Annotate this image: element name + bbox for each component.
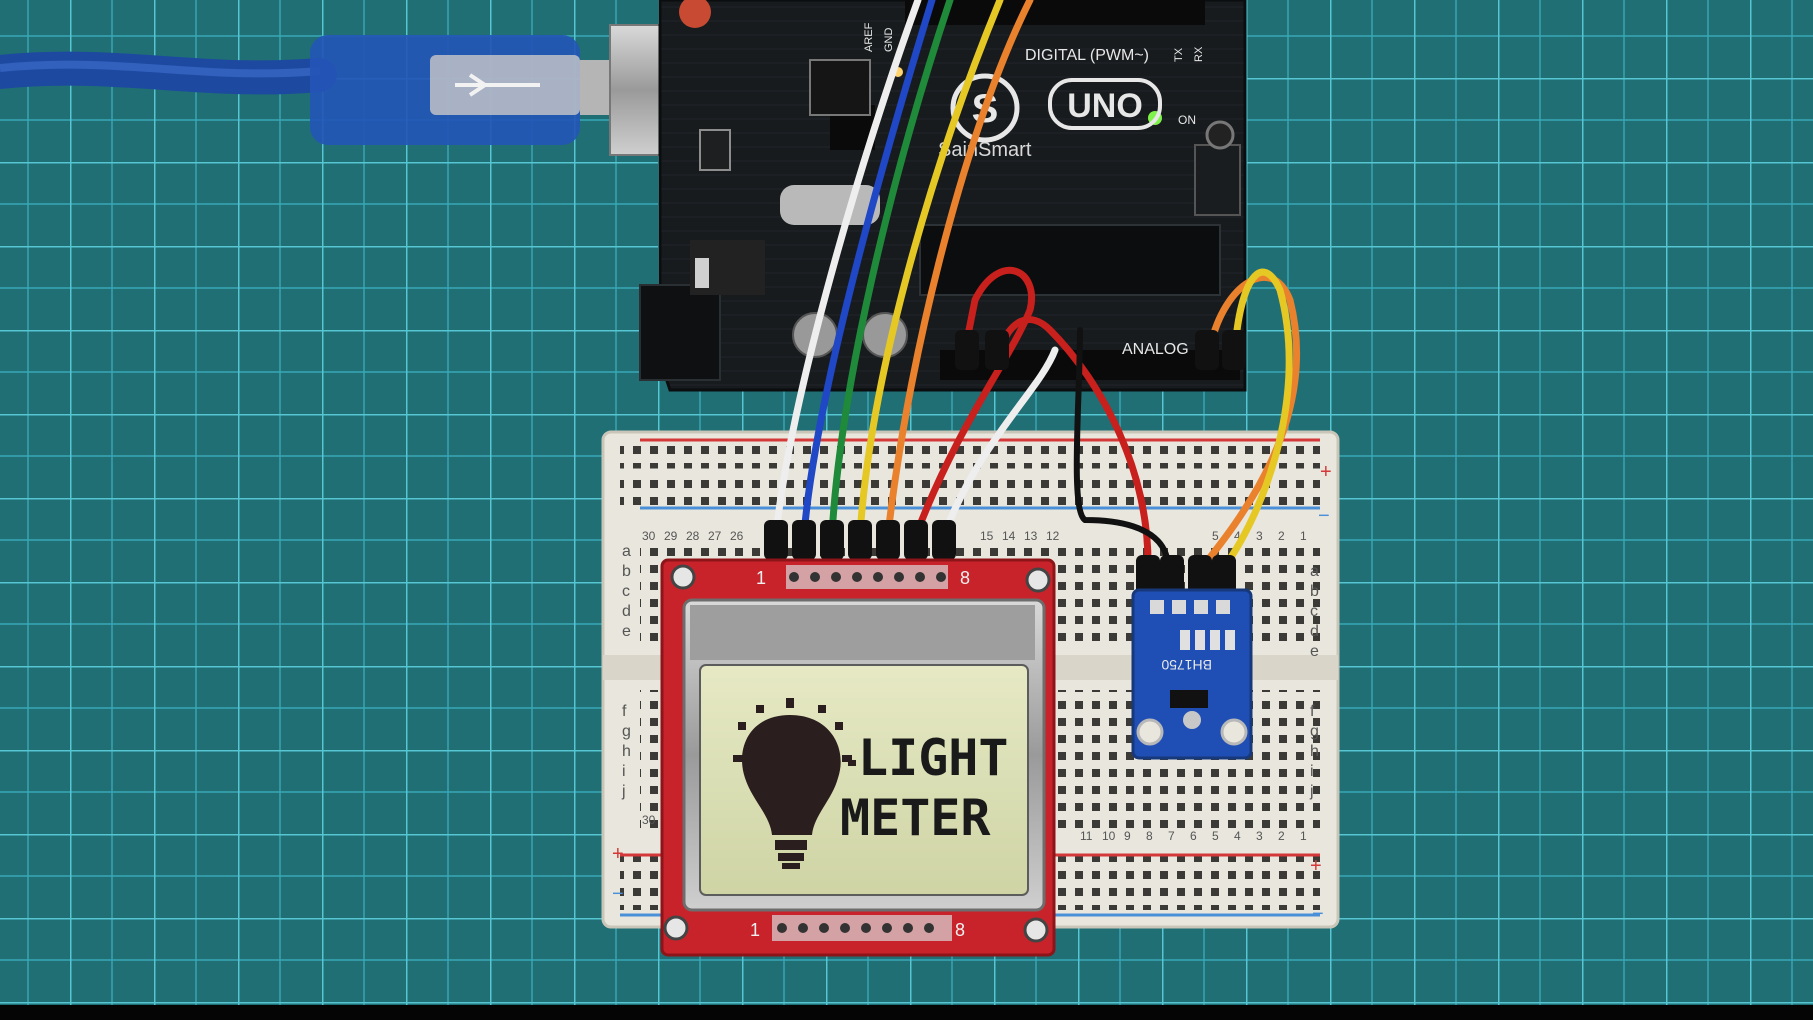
plus-label-bottom-left: + [612,843,624,865]
wire-white-lcd [940,346,1059,539]
row-letter-c-right: c [1310,603,1318,620]
wire-blue [800,0,936,539]
col-label-10-bottom: 10 [1102,829,1116,843]
row-letter-b: b [622,563,631,580]
wire-red-sensor [996,316,1152,574]
lcd-pin-start-bottom: 1 [750,920,760,940]
col-label-3-bottom: 3 [1256,829,1263,843]
col-label-26: 26 [730,529,744,543]
row-letter-a-right: a [1310,563,1319,580]
col-label-5-bottom: 5 [1212,829,1219,843]
lcd-pin-start-top: 1 [756,568,766,588]
row-letter-j: j [621,783,626,800]
col-label-4: 4 [1234,529,1241,543]
minus-label-bottom: − [1312,903,1324,925]
uno-logo-text: UNO [1067,87,1143,125]
col-label-9-bottom: 9 [1124,829,1131,843]
col-label-30: 30 [642,529,656,543]
col-label-8-bottom: 8 [1146,829,1153,843]
row-letter-f-right: f [1310,703,1315,720]
row-letter-i: i [622,763,626,780]
row-letter-e: e [622,623,631,640]
arduino-board: S UNO SainSmart DIGITAL (PWM~) ANALOG ON… [639,0,1247,392]
lcd-line-1: LIGHT [858,729,1009,787]
col-label-6-bottom: 6 [1190,829,1197,843]
row-letter-j-right: j [1309,783,1314,800]
wire-white [772,0,922,539]
digital-label: DIGITAL (PWM~) [1025,47,1149,64]
row-letter-i-right: i [1310,763,1314,780]
row-letter-h-right: h [1310,743,1319,760]
brand-text: SainSmart [938,139,1032,161]
plus-label-top: + [1320,461,1332,483]
aref-label: AREF [863,22,875,52]
row-letter-b-right: b [1310,583,1319,600]
col-label-1-bottom: 1 [1300,829,1307,843]
row-letter-c: c [622,583,630,600]
jumper-wires [764,0,1301,595]
wire-green [828,0,954,539]
row-letter-g-right: g [1310,723,1319,740]
col-label-3: 3 [1256,529,1263,543]
row-letter-g: g [622,723,631,740]
usb-cable [0,24,751,156]
bottom-black-bar [0,1005,1813,1020]
lcd-line-2: METER [840,789,991,847]
on-label: ON [1178,113,1196,127]
row-letter-e-right: e [1310,643,1319,660]
col-label-11-bottom: 11 [1080,829,1093,843]
rx-label: RX [1193,46,1205,62]
minus-label-top: − [1318,505,1330,527]
row-letter-d-right: d [1310,623,1319,640]
col-label-5: 5 [1212,529,1219,543]
col-label-12: 12 [1046,529,1060,543]
col-label-4-bottom: 4 [1234,829,1241,843]
col-label-28: 28 [686,529,700,543]
row-letter-d: d [622,603,631,620]
row-letter-h: h [622,743,631,760]
lcd-pin-end-bottom: 8 [955,920,965,940]
sensor-chip-label: BH1750 [1161,657,1212,673]
col-label-29: 29 [664,529,678,543]
row-letter-f: f [622,703,627,720]
minus-label-bottom-left: − [612,883,624,905]
wire-yellow [856,0,1004,539]
tx-label: TX [1173,47,1185,62]
wire-yellow-sensor [1218,268,1293,574]
col-label-2-bottom: 2 [1278,829,1285,843]
col-label-13: 13 [1024,529,1038,543]
col-label-2: 2 [1278,529,1285,543]
bh1750-sensor: BH1750 [1131,588,1253,760]
wire-orange [884,0,1034,539]
gnd-label: GND [883,28,895,53]
lcd-pin-end-top: 8 [960,568,970,588]
wire-orange-sensor [1196,274,1301,574]
col-label-7-bottom: 7 [1168,829,1175,843]
light-bulb-icon [733,698,856,869]
plus-label-bottom: + [1310,855,1322,877]
col-label-15: 15 [980,529,994,543]
col-label-30-bottom: 30 [642,813,656,827]
analog-label: ANALOG [1122,341,1189,358]
col-label-14: 14 [1002,529,1016,543]
wire-red-lcd [912,266,1035,539]
lcd-module: 1 8 1 8 LIGHT METER [660,558,1056,957]
wire-black-sensor [1073,327,1172,573]
col-label-1: 1 [1300,529,1307,543]
row-letter-a: a [622,543,631,560]
col-label-27: 27 [708,529,722,543]
